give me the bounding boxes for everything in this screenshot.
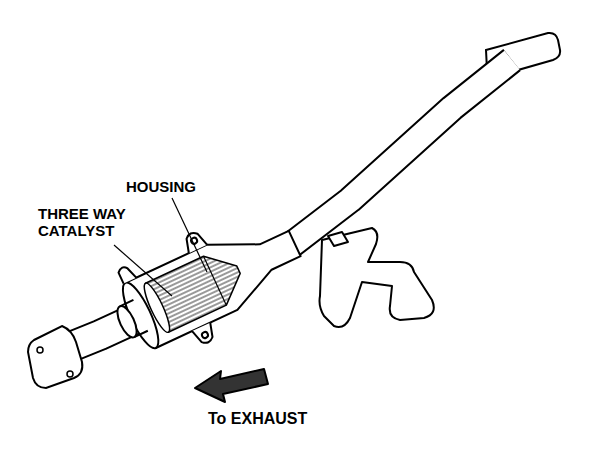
flow-arrow: [195, 369, 268, 402]
converter-housing: [98, 195, 317, 372]
part-label: THREE WAY CATALYST: [38, 205, 134, 239]
part-label: HOUSING: [126, 178, 236, 195]
mounting-bracket: [320, 228, 434, 327]
exhaust-pipes: [58, 60, 512, 352]
leader-lines: [114, 198, 207, 296]
inlet-flange: [28, 326, 82, 388]
flow-label: To EXHAUST: [208, 410, 358, 427]
